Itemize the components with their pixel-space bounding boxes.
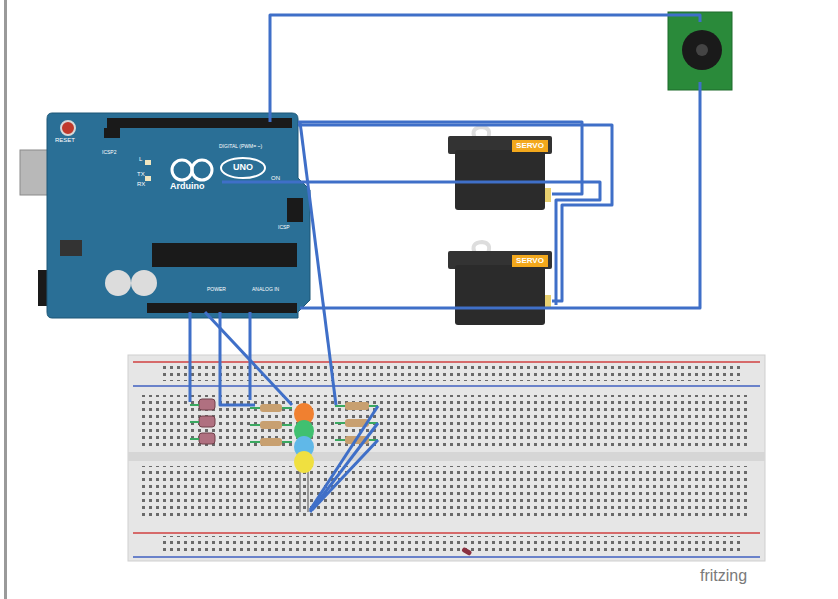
board-label: DIGITAL (PWM= ~) xyxy=(219,144,262,149)
piezo-buzzer xyxy=(668,12,732,90)
servo-label: SERVO xyxy=(512,140,548,152)
wire xyxy=(298,125,612,301)
watermark: fritzing xyxy=(700,567,747,585)
servo-label: SERVO xyxy=(512,255,548,267)
board-label: UNO xyxy=(233,163,253,172)
board-label: TX xyxy=(137,171,145,177)
board-label: ANALOG IN xyxy=(252,287,279,292)
arduino-board: RESET ICSP2L TX RX DIGITAL (PWM= ~) UNO Arduin… xyxy=(47,113,298,318)
board-label: ICSP xyxy=(278,225,290,230)
board-label: RX xyxy=(137,181,145,187)
arduino-board xyxy=(20,113,310,318)
servo-motor: SERVO xyxy=(448,136,552,210)
wire xyxy=(190,15,700,512)
board-label: POWER xyxy=(207,287,226,292)
servo-motor: SERVO xyxy=(448,251,552,325)
servo-motor xyxy=(448,127,552,325)
board-label: ON xyxy=(271,175,280,181)
wire xyxy=(298,122,582,194)
led-symbol xyxy=(294,403,314,512)
resistor-symbol xyxy=(250,402,378,446)
board-label: ICSP2 xyxy=(102,150,116,155)
frame-line xyxy=(4,0,7,599)
board-label: RESET xyxy=(55,137,75,143)
photoresistor-symbol xyxy=(190,399,215,444)
breadboard xyxy=(128,355,765,561)
board-label: Arduino xyxy=(170,182,205,191)
board-label: L xyxy=(139,156,142,162)
